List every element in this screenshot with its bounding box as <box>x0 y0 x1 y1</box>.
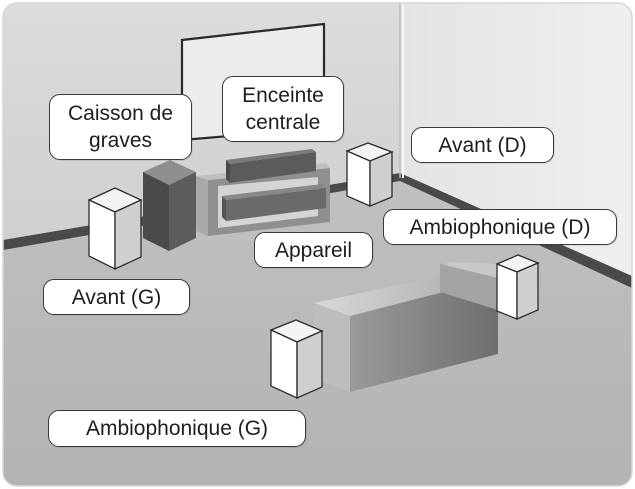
subwoofer-label-line-2: graves <box>88 129 153 152</box>
center-speaker-shape <box>226 149 316 183</box>
subwoofer-label: Caisson de graves <box>49 94 192 160</box>
main-unit-shape <box>222 184 326 221</box>
center-speaker-label-line-2: centrale <box>245 111 321 134</box>
sofa-shape <box>314 262 500 392</box>
front-left-label: Avant (G) <box>43 279 190 315</box>
main-unit-label: Appareil <box>254 232 373 268</box>
subwoofer-shape <box>143 160 196 251</box>
surround-right-speaker-shape <box>495 254 540 320</box>
center-speaker-label: Enceinte centrale <box>222 76 344 142</box>
surround-right-label: Ambiophonique (D) <box>383 209 617 245</box>
surround-left-label: Ambiophonique (G) <box>48 410 306 447</box>
subwoofer-label-line-1: Caisson de <box>67 102 174 125</box>
front-right-label: Avant (D) <box>411 127 554 163</box>
front-right-speaker-shape <box>345 142 394 207</box>
surround-left-speaker-shape <box>269 319 324 400</box>
front-left-speaker-shape <box>87 187 143 271</box>
center-speaker-label-line-1: Enceinte <box>242 84 324 107</box>
